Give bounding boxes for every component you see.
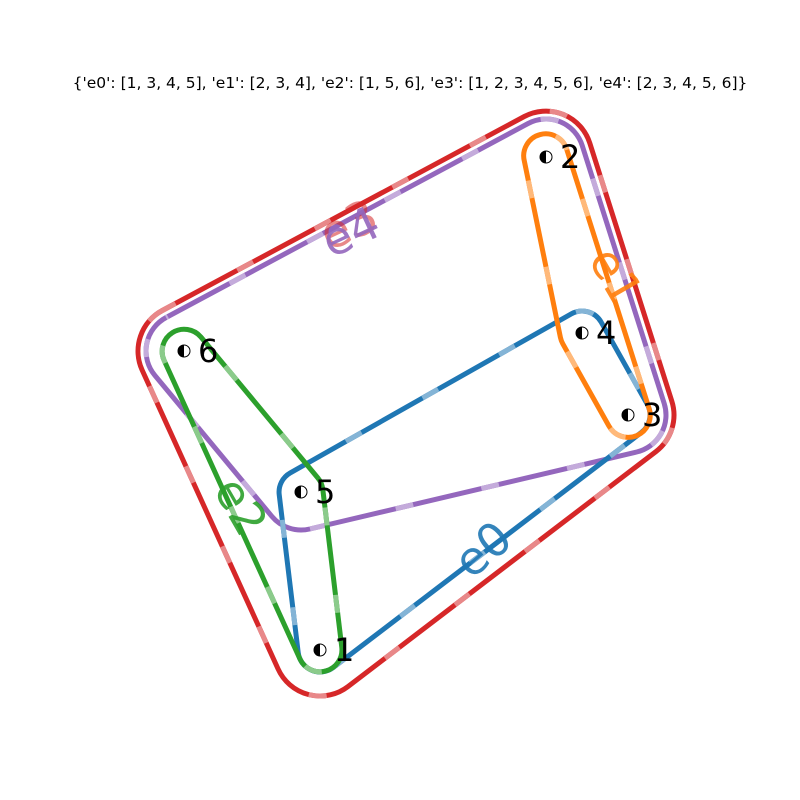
hyperedge-e1-outline bbox=[521, 131, 653, 440]
node-3-marker-fill bbox=[622, 409, 628, 421]
node-layer: 1 2 3 4 5 6 bbox=[177, 138, 662, 669]
hyperedge-e4-outline-highlight bbox=[143, 116, 669, 533]
node-1[interactable]: 1 bbox=[313, 631, 354, 669]
node-4[interactable]: 4 bbox=[575, 314, 616, 352]
node-5[interactable]: 5 bbox=[294, 473, 335, 511]
node-3-label: 3 bbox=[642, 396, 662, 434]
node-3[interactable]: 3 bbox=[621, 396, 662, 434]
node-2-marker-fill bbox=[540, 151, 546, 163]
node-1-marker-fill bbox=[314, 644, 320, 656]
node-2-label: 2 bbox=[560, 138, 580, 176]
hyperedge-e2-outline bbox=[159, 326, 345, 675]
node-4-marker-fill bbox=[576, 327, 582, 339]
node-6[interactable]: 6 bbox=[177, 332, 218, 370]
node-4-label: 4 bbox=[596, 314, 616, 352]
node-5-marker-fill bbox=[295, 486, 301, 498]
node-5-label: 5 bbox=[315, 473, 335, 511]
node-2[interactable]: 2 bbox=[539, 138, 580, 176]
hyperedge-e0-outline bbox=[276, 308, 653, 675]
figure-title: {'e0': [1, 3, 4, 5], 'e1': [2, 3, 4], 'e… bbox=[73, 74, 748, 92]
node-6-marker-fill bbox=[178, 345, 184, 357]
hyperedge-e3-outline bbox=[135, 108, 677, 699]
hyperedge-hulls bbox=[135, 108, 677, 699]
node-1-label: 1 bbox=[334, 631, 354, 669]
node-6-label: 6 bbox=[198, 332, 218, 370]
